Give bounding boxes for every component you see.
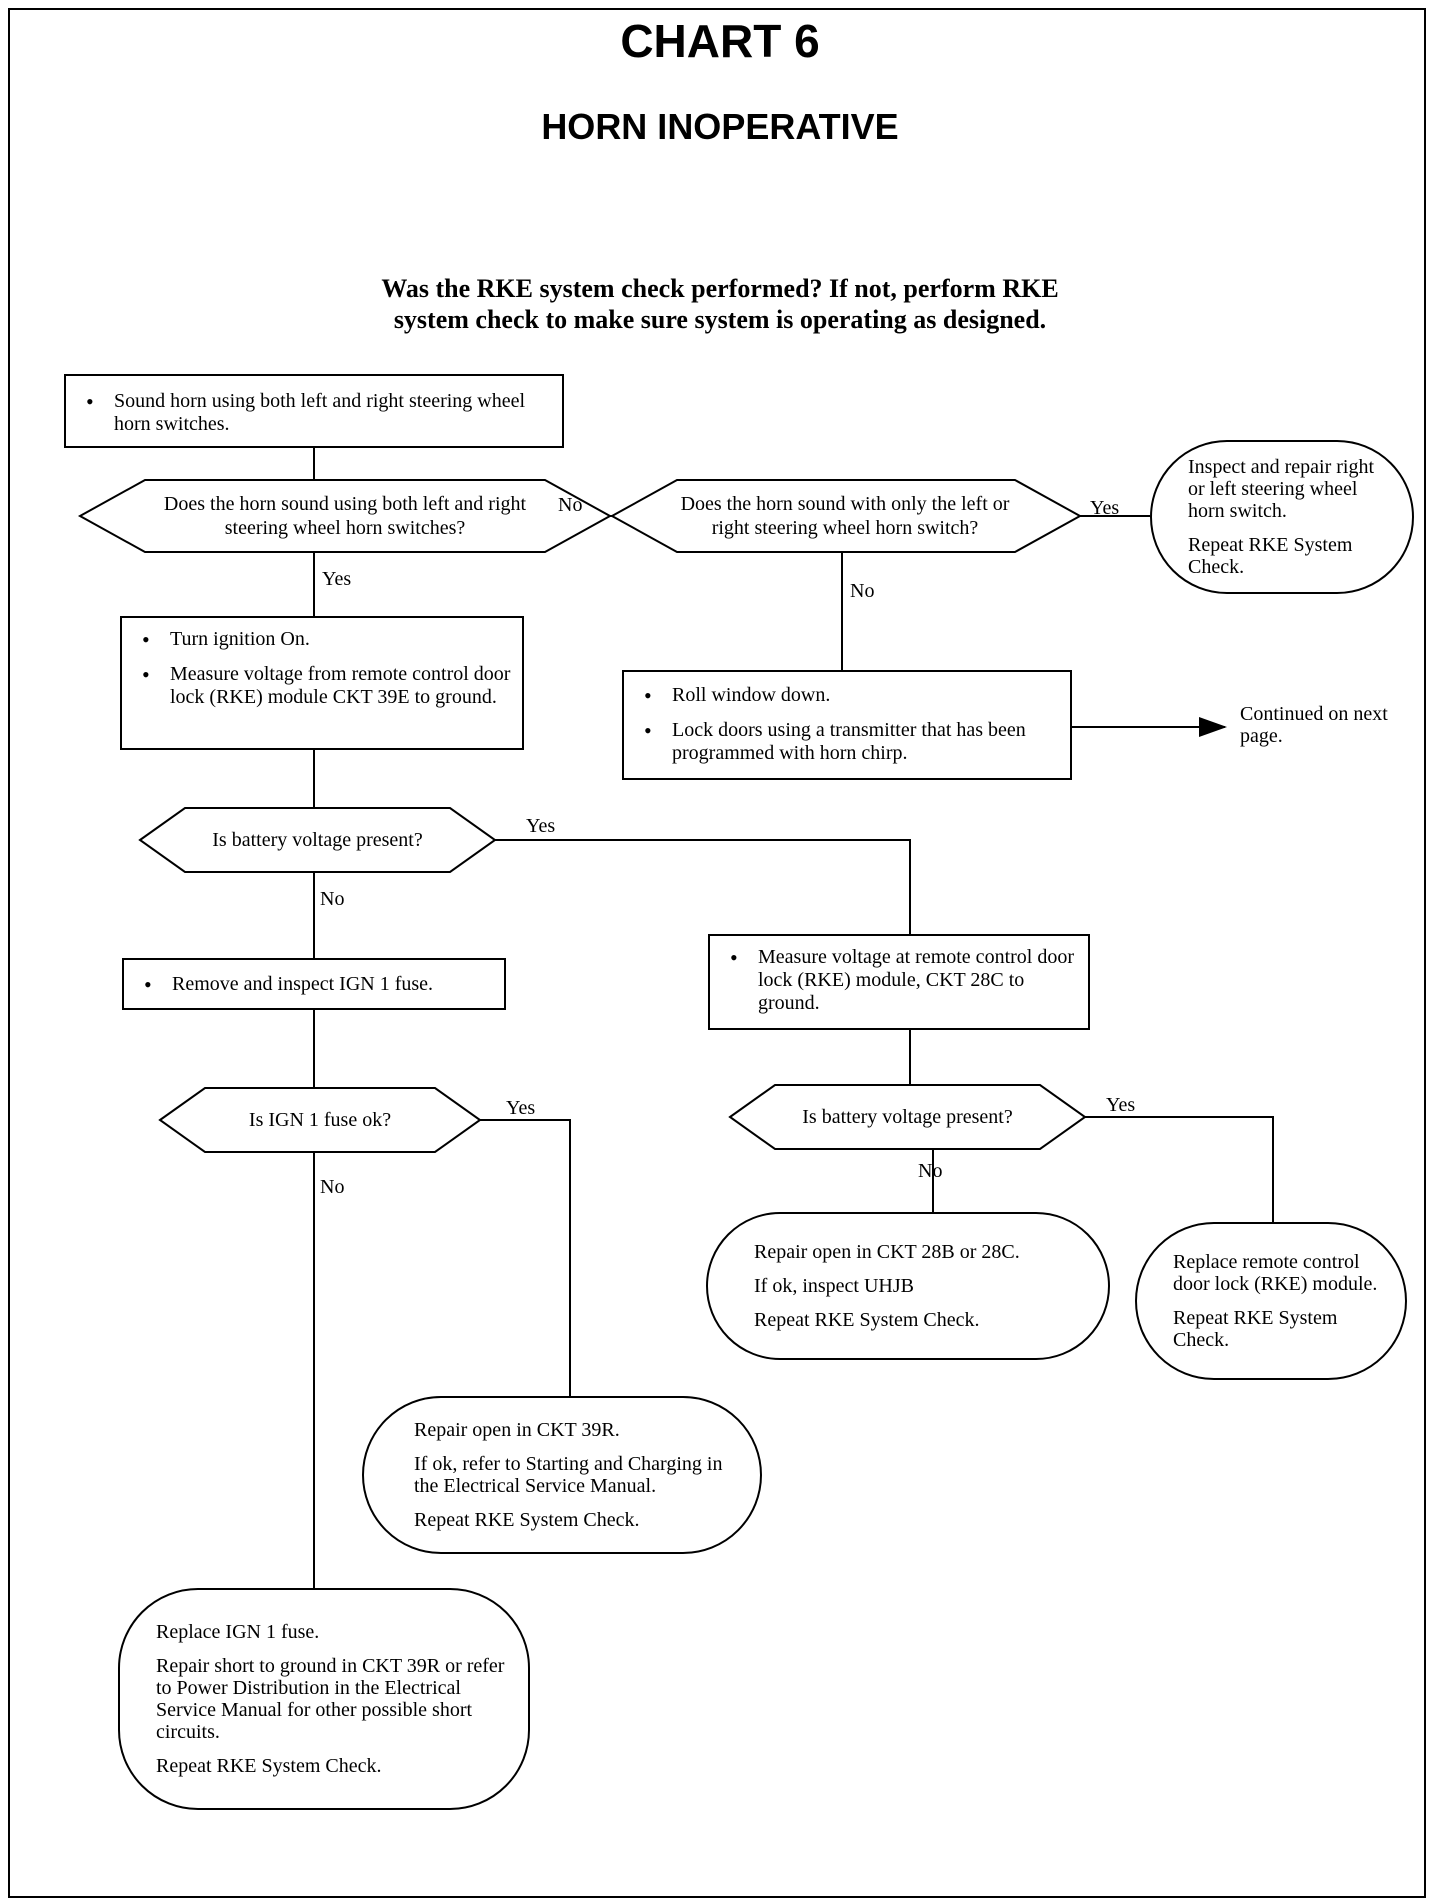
decision-fuse-ok: Is IGN 1 fuse ok? [248, 1109, 392, 1131]
intro-text: Was the RKE system check performed? If n… [300, 273, 1140, 335]
step-bullet: Lock doors using a transmitter that has … [634, 719, 1060, 765]
label-no-both-switches: No [558, 494, 583, 516]
label-yes-battery-1: Yes [526, 815, 556, 837]
step-bullet: Turn ignition On. [132, 628, 512, 651]
step-remove-fuse: Remove and inspect IGN 1 fuse. [122, 958, 506, 1010]
step-bullet: Remove and inspect IGN 1 fuse. [134, 973, 494, 996]
label-no-single-switch: No [850, 580, 875, 602]
terminal-text: If ok, refer to Starting and Charging in… [414, 1453, 723, 1497]
step-roll-window: Roll window down. Lock doors using a tra… [622, 670, 1072, 780]
terminal-text: Repeat RKE System Check. [1188, 534, 1353, 578]
decision-both-switches: Does the horn sound using both left and … [163, 493, 527, 539]
terminal-text: Repair open in CKT 28B or 28C. [754, 1241, 1020, 1263]
step-ignition: Turn ignition On. Measure voltage from r… [120, 616, 524, 750]
decision-battery-voltage-2: Is battery voltage present? [802, 1106, 1013, 1128]
terminal-text: Replace remote control door lock (RKE) m… [1173, 1251, 1378, 1295]
terminal-text: Repeat RKE System Check. [414, 1509, 640, 1531]
terminal-text: Repair short to ground in CKT 39R or ref… [156, 1655, 505, 1743]
step-sound-horn: Sound horn using both left and right ste… [64, 374, 564, 448]
step-bullet: Sound horn using both left and right ste… [76, 390, 552, 436]
step-bullet: Roll window down. [634, 684, 1060, 707]
label-yes-both-switches: Yes [322, 568, 352, 590]
terminal-text: Repeat RKE System Check. [156, 1755, 382, 1777]
step-measure-28c: Measure voltage at remote control door l… [708, 934, 1090, 1030]
terminal-text: Replace IGN 1 fuse. [156, 1621, 320, 1643]
intro-line-2: system check to make sure system is oper… [393, 305, 1047, 334]
label-yes-fuse-ok: Yes [506, 1097, 536, 1119]
terminal-replace-module: Replace remote control door lock (RKE) m… [1135, 1222, 1407, 1380]
intro-line-1: Was the RKE system check performed? If n… [381, 274, 1059, 303]
continued-text: Continued on next page. [1240, 703, 1388, 747]
terminal-text: Repair open in CKT 39R. [414, 1419, 620, 1441]
label-no-battery-2: No [918, 1160, 943, 1182]
step-bullet: Measure voltage at remote control door l… [720, 946, 1078, 1015]
chart-number: CHART 6 [620, 15, 820, 67]
decision-single-switch: Does the horn sound with only the left o… [680, 493, 1010, 539]
terminal-text: Repeat RKE System Check. [1173, 1307, 1338, 1351]
terminal-repair-28b: Repair open in CKT 28B or 28C. If ok, in… [706, 1212, 1110, 1360]
label-no-battery-1: No [320, 888, 345, 910]
decision-battery-voltage-1: Is battery voltage present? [212, 829, 423, 851]
terminal-inspect-switch: Inspect and repair right or left steerin… [1150, 440, 1414, 594]
terminal-replace-fuse: Replace IGN 1 fuse. Repair short to grou… [118, 1588, 530, 1810]
terminal-text: Repeat RKE System Check. [754, 1309, 980, 1331]
terminal-repair-39r: Repair open in CKT 39R. If ok, refer to … [362, 1396, 762, 1554]
label-yes-battery-2: Yes [1106, 1094, 1136, 1116]
label-no-fuse-ok: No [320, 1176, 345, 1198]
terminal-text: Inspect and repair right or left steerin… [1188, 456, 1375, 522]
step-bullet: Measure voltage from remote control door… [132, 663, 512, 709]
page-title: HORN INOPERATIVE [541, 106, 899, 147]
label-yes-single-switch: Yes [1090, 497, 1120, 519]
page-frame [8, 8, 1426, 1898]
terminal-text: If ok, inspect UHJB [754, 1275, 914, 1297]
